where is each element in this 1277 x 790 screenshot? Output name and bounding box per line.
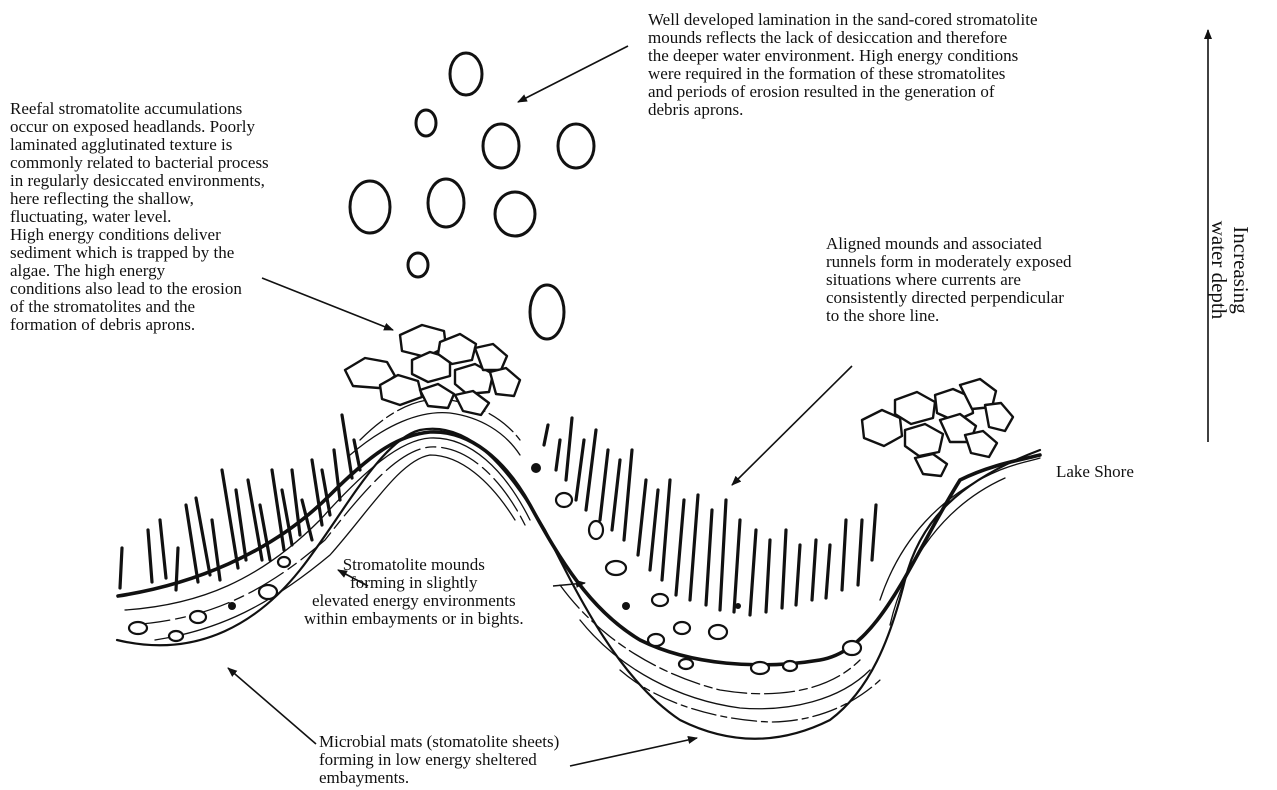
label-reefal-stromatolite: Reefal stromatolite accumulations occur … xyxy=(10,100,269,334)
text-line: consistently directed perpendicular xyxy=(826,289,1072,307)
text-line: water depth xyxy=(1208,195,1230,345)
sand-cored-mounds xyxy=(350,53,594,339)
leader-arrows xyxy=(228,30,1208,766)
text-line: the deeper water environment. High energ… xyxy=(648,47,1038,65)
text-line: here reflecting the shallow, xyxy=(10,190,269,208)
text-line: of the stromatolites and the xyxy=(10,298,269,316)
text-line: debris aprons. xyxy=(648,101,1038,119)
text-line: runnels form in moderately exposed xyxy=(826,253,1072,271)
text-line: elevated energy environments xyxy=(304,592,524,610)
text-line: algae. The high energy xyxy=(10,262,269,280)
text-line: forming in slightly xyxy=(304,574,524,592)
reefal-clasts-lakeshore xyxy=(862,379,1013,476)
text-line: mounds reflects the lack of desiccation … xyxy=(648,29,1038,47)
text-line: Reefal stromatolite accumulations xyxy=(10,100,269,118)
arrow-aligned xyxy=(732,366,852,485)
text-line: formation of debris aprons. xyxy=(10,316,269,334)
text-line: in regularly desiccated environments, xyxy=(10,172,269,190)
text-line: conditions also lead to the erosion xyxy=(10,280,269,298)
text-line: sediment which is trapped by the xyxy=(10,244,269,262)
label-increasing-water-depth: Increasing water depth xyxy=(1208,195,1252,345)
text-line: Microbial mats (stomatolite sheets) xyxy=(319,733,559,751)
text-line: and periods of erosion resulted in the g… xyxy=(648,83,1038,101)
aligned-mounds-right xyxy=(544,418,876,615)
text-line: High energy conditions deliver xyxy=(10,226,269,244)
text-line: commonly related to bacterial process xyxy=(10,154,269,172)
text-line: within embayments or in bights. xyxy=(304,610,524,628)
arrow-mats-right xyxy=(570,738,697,766)
label-stromatolite-mounds: Stromatolite mounds forming in slightly … xyxy=(304,556,524,628)
arrow-reefal xyxy=(262,278,393,330)
shoreline-profile xyxy=(117,399,1040,739)
text-line: Aligned mounds and associated xyxy=(826,235,1072,253)
lamination-line xyxy=(620,670,880,722)
label-lake-shore: Lake Shore xyxy=(1056,463,1134,481)
text-line: Increasing xyxy=(1230,195,1252,345)
text-line: fluctuating, water level. xyxy=(10,208,269,226)
arrow-mats-left xyxy=(228,668,316,744)
text-line: Stromatolite mounds xyxy=(304,556,524,574)
text-line: Lake Shore xyxy=(1056,463,1134,481)
label-well-developed-lamination: Well developed lamination in the sand-co… xyxy=(648,11,1038,119)
label-microbial-mats: Microbial mats (stomatolite sheets) form… xyxy=(319,733,559,787)
text-line: laminated agglutinated texture is xyxy=(10,136,269,154)
arrow-well-developed xyxy=(518,46,628,102)
label-aligned-mounds: Aligned mounds and associated runnels fo… xyxy=(826,235,1072,325)
text-line: Well developed lamination in the sand-co… xyxy=(648,11,1038,29)
text-line: forming in low energy sheltered xyxy=(319,751,559,769)
reefal-clasts-headland xyxy=(345,325,520,415)
text-line: embayments. xyxy=(319,769,559,787)
text-line: situations where currents are xyxy=(826,271,1072,289)
lamination-line xyxy=(350,413,520,455)
text-line: were required in the formation of these … xyxy=(648,65,1038,83)
text-line: occur on exposed headlands. Poorly xyxy=(10,118,269,136)
text-line: to the shore line. xyxy=(826,307,1072,325)
